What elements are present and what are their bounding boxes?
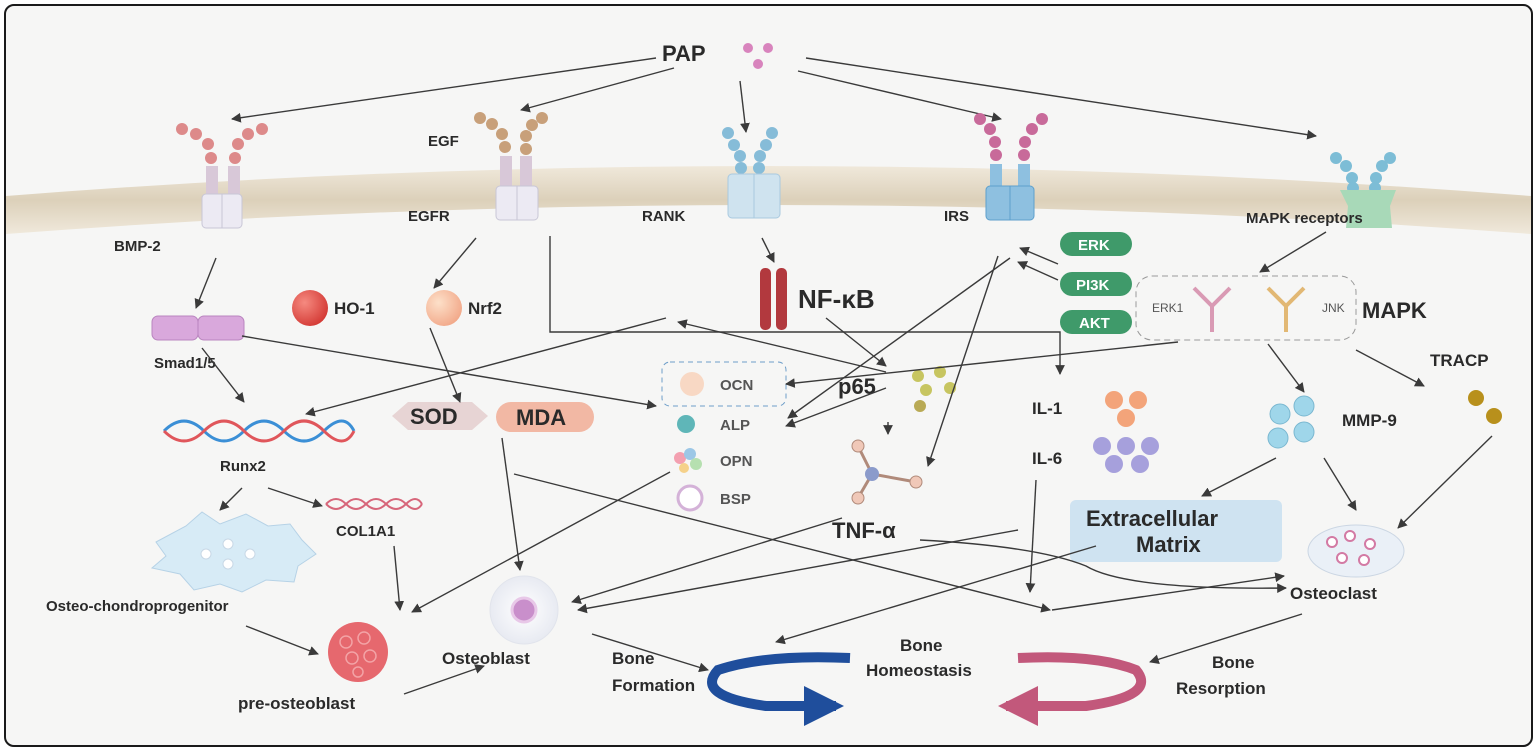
ocn-label: OCN [720, 377, 753, 394]
diagram-canvas: PAP BMP-2 EGF EGFR [6, 41, 1531, 726]
osteo-chondroprogenitor-cell [150, 511, 317, 593]
mapk-receptors-label: MAPK receptors [1246, 210, 1363, 227]
col1a1-label: COL1A1 [336, 523, 395, 540]
egf-label: EGF [428, 133, 459, 150]
rank-receptor [722, 127, 781, 219]
tracp-label: TRACP [1430, 351, 1489, 370]
bsp-icon [676, 484, 704, 512]
bone-homeostasis-line1: Bone [900, 636, 943, 655]
bone-homeostasis-line2: Homeostasis [866, 661, 972, 680]
col1a1-dna-icon [325, 498, 423, 510]
pre-osteoblast-label: pre-osteoblast [238, 694, 355, 713]
mapk-box [1135, 275, 1357, 341]
bone-resorption-line2: Resorption [1176, 679, 1266, 698]
mapk-receptor [1330, 152, 1396, 228]
mda-shape: MDA [496, 402, 594, 432]
alp-label: ALP [720, 417, 750, 434]
alp-icon [677, 415, 695, 433]
pathway-diagram: PAP BMP-2 EGF EGFR [4, 4, 1533, 747]
tnfa-label: TNF-α [832, 518, 896, 543]
sod-label: SOD [410, 404, 458, 429]
pap-label: PAP [662, 41, 706, 66]
nrf2-label: Nrf2 [468, 299, 502, 318]
erk1-label: ERK1 [1152, 301, 1184, 315]
p65-particles [912, 366, 956, 412]
bmp2-receptor [176, 123, 268, 229]
mapk-label: MAPK [1362, 298, 1427, 323]
akt-label: AKT [1079, 315, 1110, 332]
nrf2-ball [426, 290, 462, 326]
pi3k-pill: PI3K [1060, 272, 1132, 296]
bmp2-label: BMP-2 [114, 238, 161, 255]
opn-icon [674, 448, 702, 473]
runx2-label: Runx2 [220, 458, 266, 475]
egfr-label: EGFR [408, 208, 450, 225]
progenitor-nuclei [200, 538, 256, 570]
jnk-label: JNK [1322, 301, 1345, 315]
ocn-icon [680, 372, 704, 396]
erk-pill: ERK [1060, 232, 1132, 256]
ocn-box [661, 361, 787, 407]
il6-particles [1093, 437, 1159, 473]
erk1-antibody-icon [1192, 286, 1232, 332]
il6-label: IL-6 [1032, 449, 1062, 468]
erk-label: ERK [1078, 237, 1110, 254]
bsp-label: BSP [720, 491, 751, 508]
il1-label: IL-1 [1032, 399, 1062, 418]
pap-arrows [231, 57, 1317, 140]
pre-osteoblast-texture [339, 631, 377, 678]
mda-label: MDA [516, 405, 566, 430]
osteoblast-nucleus [510, 596, 538, 624]
nfkb-icon [760, 268, 787, 330]
rank-label: RANK [642, 208, 685, 225]
tracp-particles [1468, 390, 1502, 424]
nfkb-label: NF-κB [798, 284, 875, 314]
bone-resorption-arrow [998, 652, 1147, 726]
runx2-dna-icon [162, 419, 356, 443]
osteoblast-label: Osteoblast [442, 649, 530, 668]
osteo-chondroprogenitor-label: Osteo-chondroprogenitor [46, 598, 229, 615]
ho1-ball [292, 290, 328, 326]
pathway-arrows [194, 231, 1493, 695]
osteoclast-label: Osteoclast [1290, 584, 1377, 603]
il1-particles [1105, 391, 1147, 427]
bone-formation-line2: Formation [612, 676, 695, 695]
bone-formation-line1: Bone [612, 649, 655, 668]
ecm-line1: Extracellular [1086, 506, 1219, 531]
ecm-line2: Matrix [1136, 532, 1202, 557]
sod-shape: SOD [392, 402, 488, 430]
ho1-label: HO-1 [334, 299, 375, 318]
mmp9-label: MMP-9 [1342, 411, 1397, 430]
tnfa-nodes [851, 439, 923, 505]
opn-label: OPN [720, 453, 753, 470]
jnk-antibody-icon [1266, 286, 1306, 332]
bone-resorption-line1: Bone [1212, 653, 1255, 672]
pi3k-label: PI3K [1076, 277, 1110, 294]
osteoclast-nuclei [1326, 530, 1376, 566]
osteoclast-cell [1307, 524, 1405, 578]
irs-receptor [974, 113, 1048, 221]
egfr-receptor [474, 112, 548, 221]
bone-formation-arrow [707, 652, 851, 726]
ecm-box [1070, 500, 1282, 562]
pre-osteoblast-cell [328, 622, 388, 682]
pap-particles [743, 43, 773, 69]
akt-pill: AKT [1060, 310, 1132, 334]
smad-label: Smad1/5 [154, 355, 216, 372]
mmp9-particles [1267, 395, 1315, 449]
smad-icon [151, 315, 245, 341]
irs-label: IRS [944, 208, 969, 225]
